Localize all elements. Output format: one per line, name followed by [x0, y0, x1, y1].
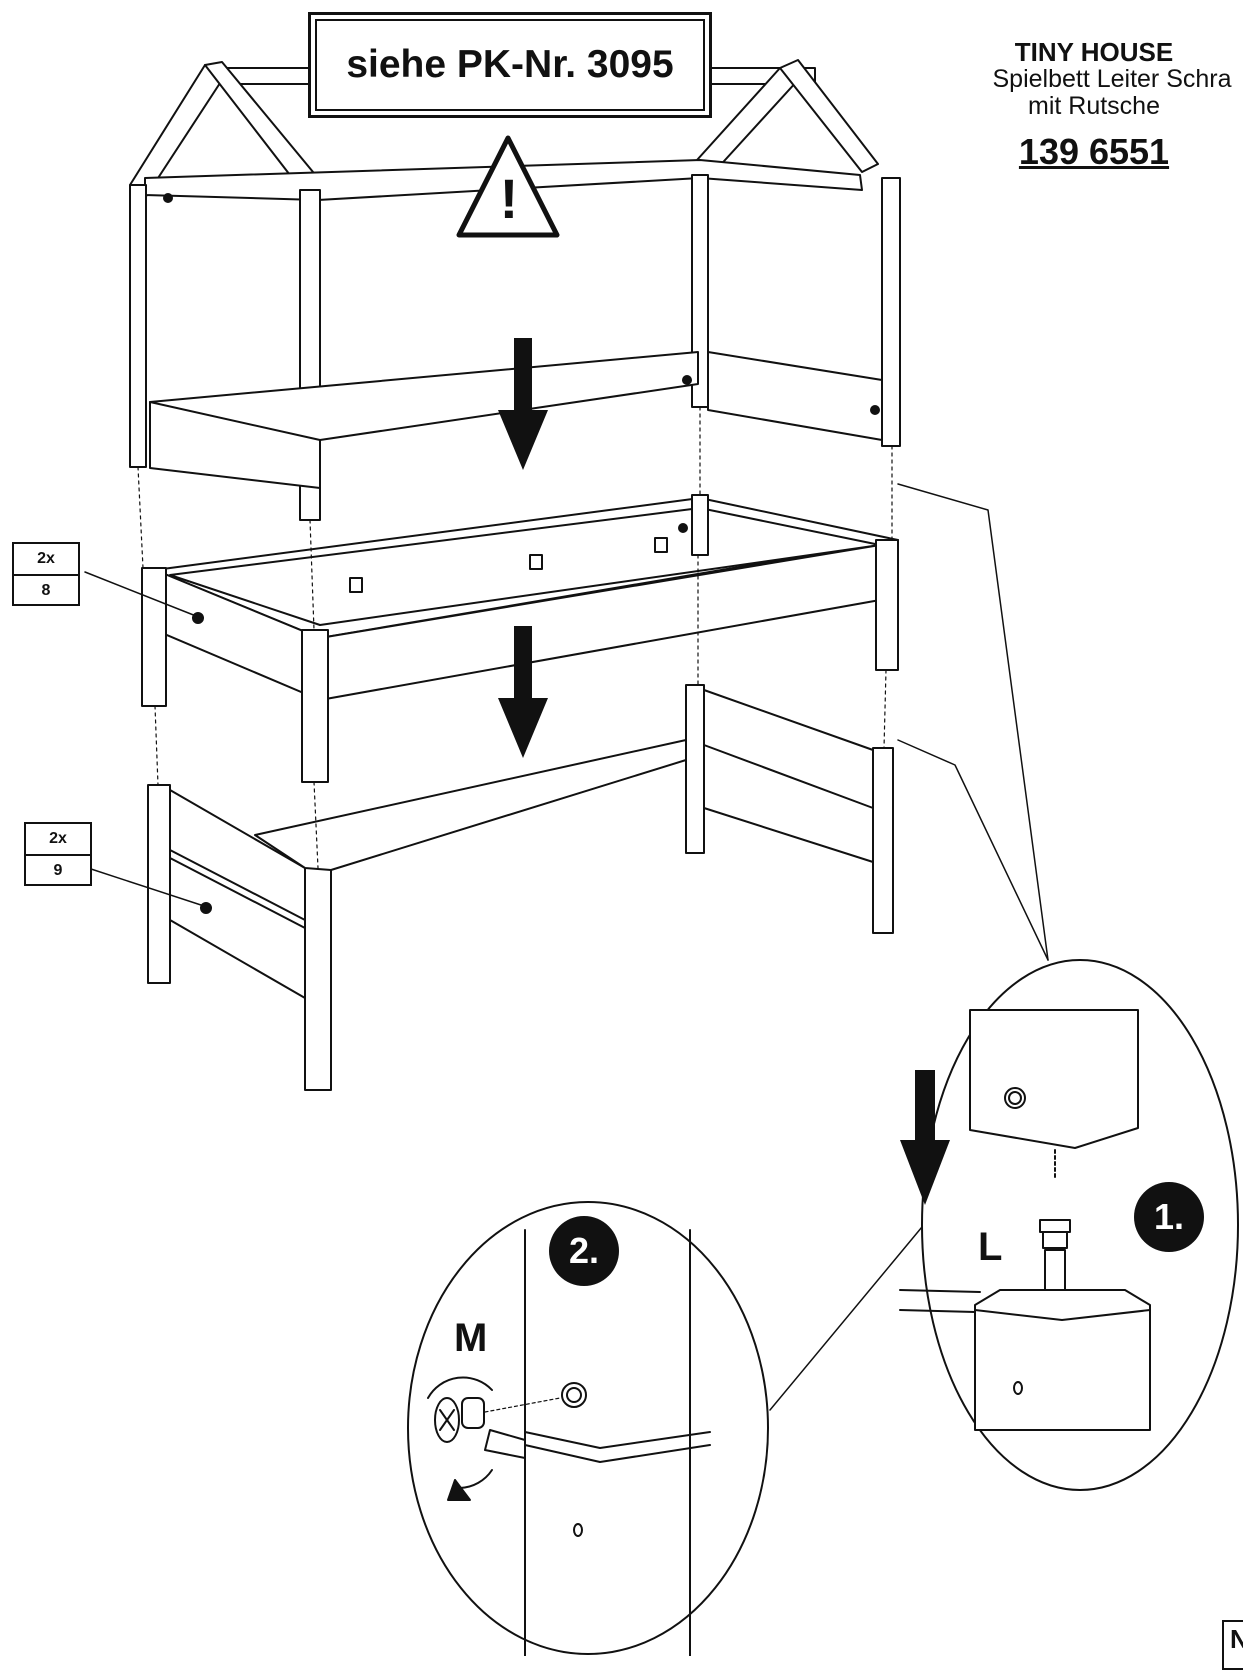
- middle-frame: [141, 494, 899, 783]
- bottom-frame: [147, 684, 894, 1091]
- product-name: TINY HOUSE: [1014, 37, 1174, 67]
- warning-box-text: siehe PK-Nr. 3095: [346, 43, 674, 86]
- product-number: 139 6551: [1018, 131, 1170, 172]
- part-id: 8: [41, 582, 51, 599]
- detail-circle-2: [407, 1201, 769, 1656]
- warning-triangle-icon: [456, 135, 560, 238]
- part-label-8: 2x 8: [12, 542, 80, 606]
- step-badges: [549, 1182, 1204, 1286]
- alignment-lines: [137, 406, 893, 869]
- product-subtitle-line1: Spielbett Leiter Schra: [992, 65, 1232, 93]
- step-2-number: 2.: [568, 1230, 600, 1271]
- corner-fragment-text: N: [1230, 1624, 1243, 1654]
- part-id: 9: [53, 862, 63, 879]
- leader-lines: [84, 483, 1049, 1411]
- part-letter-m: M: [454, 1316, 488, 1360]
- part-qty: 2x: [14, 544, 78, 576]
- warning-sign-symbol: !: [499, 167, 519, 230]
- part-letter-l: L: [978, 1225, 1003, 1269]
- corner-fragment-box: N: [1222, 1620, 1243, 1670]
- product-subtitle-line2: mit Rutsche: [1028, 92, 1160, 120]
- product-header: TINY HOUSE Spielbett Leiter Schra mit Ru…: [950, 38, 1243, 174]
- part-qty: 2x: [26, 824, 90, 856]
- part-label-9: 2x 9: [24, 822, 92, 886]
- warning-box: siehe PK-Nr. 3095: [308, 12, 712, 118]
- house-frame: [129, 59, 901, 521]
- down-arrow-icon: [498, 338, 548, 758]
- detail-circle-1: [899, 959, 1239, 1491]
- step-1-number: 1.: [1153, 1196, 1185, 1237]
